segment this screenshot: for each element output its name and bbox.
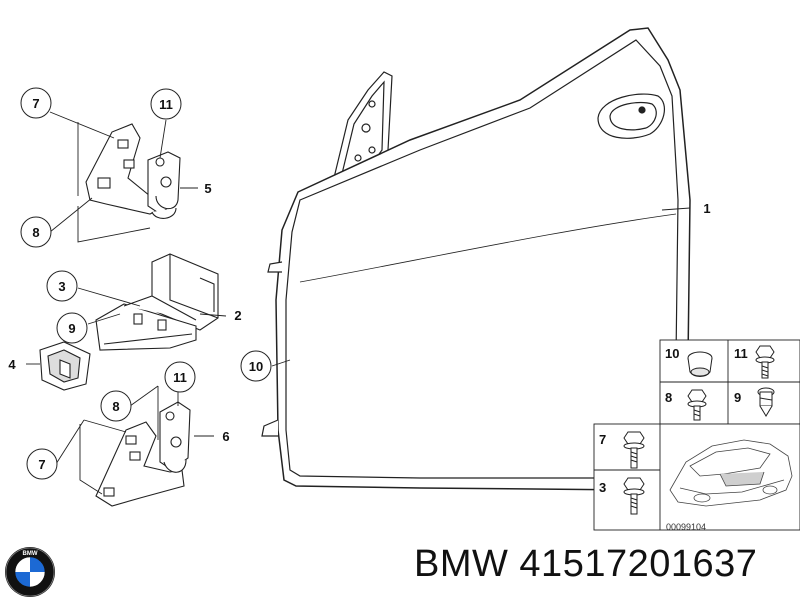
callout-9: 9 (56, 312, 88, 344)
svg-text:3: 3 (599, 480, 606, 495)
svg-text:1: 1 (703, 201, 710, 216)
svg-text:11: 11 (734, 346, 748, 361)
check-buffer (39, 341, 91, 391)
svg-text:7: 7 (32, 96, 39, 111)
car-silhouette (669, 439, 793, 507)
inset-item-8: 8 (665, 389, 707, 421)
part-number-label: BMW 41517201637 (414, 543, 758, 585)
bolt-icon (755, 345, 775, 379)
grommet-icon (687, 351, 713, 377)
callout-6: 6 (222, 429, 229, 444)
bmw-roundel-icon: BMW (5, 547, 55, 597)
svg-text:11: 11 (159, 97, 173, 112)
svg-text:7: 7 (599, 432, 606, 447)
diagram-code: 00099104 (666, 522, 706, 532)
svg-text:10: 10 (249, 359, 263, 374)
bolt-icon (687, 389, 707, 421)
callout-11-bottom: 11 (164, 361, 196, 393)
door-shell (261, 27, 691, 491)
callout-1: 1 (703, 201, 710, 216)
callout-7-bottom: 7 (26, 448, 58, 480)
svg-text:9: 9 (68, 321, 75, 336)
inset-item-11: 11 (734, 345, 775, 379)
lower-hinge (95, 401, 191, 507)
callout-7-top: 7 (20, 87, 52, 119)
svg-text:2: 2 (234, 308, 241, 323)
svg-text:8: 8 (32, 225, 39, 240)
bolt-icon (623, 477, 645, 515)
inset-item-3: 3 (599, 477, 645, 515)
inset-item-7: 7 (599, 431, 645, 469)
svg-text:5: 5 (204, 181, 211, 196)
upper-hinge (85, 123, 181, 219)
bolt-icon (623, 431, 645, 469)
callout-3: 3 (46, 270, 78, 302)
inset-item-10: 10 (665, 346, 713, 377)
door-check-strap (95, 253, 219, 351)
svg-text:4: 4 (8, 357, 16, 372)
callout-8-bottom: 8 (100, 390, 132, 422)
svg-text:7: 7 (38, 457, 45, 472)
callout-11-top: 11 (150, 88, 182, 120)
callout-10: 10 (240, 350, 272, 382)
leader-lines (26, 111, 691, 495)
svg-text:9: 9 (734, 390, 741, 405)
svg-text:11: 11 (173, 370, 187, 385)
inset-item-9: 9 (734, 387, 775, 417)
stud-icon (757, 387, 775, 417)
logo-letters: BMW (23, 551, 38, 557)
svg-text:10: 10 (665, 346, 679, 361)
svg-text:8: 8 (665, 390, 672, 405)
callout-2: 2 (234, 308, 241, 323)
callout-5: 5 (204, 181, 211, 196)
svg-text:8: 8 (112, 399, 119, 414)
callout-8-top: 8 (20, 216, 52, 248)
svg-text:6: 6 (222, 429, 229, 444)
svg-text:3: 3 (58, 279, 65, 294)
callout-4: 4 (8, 357, 16, 372)
